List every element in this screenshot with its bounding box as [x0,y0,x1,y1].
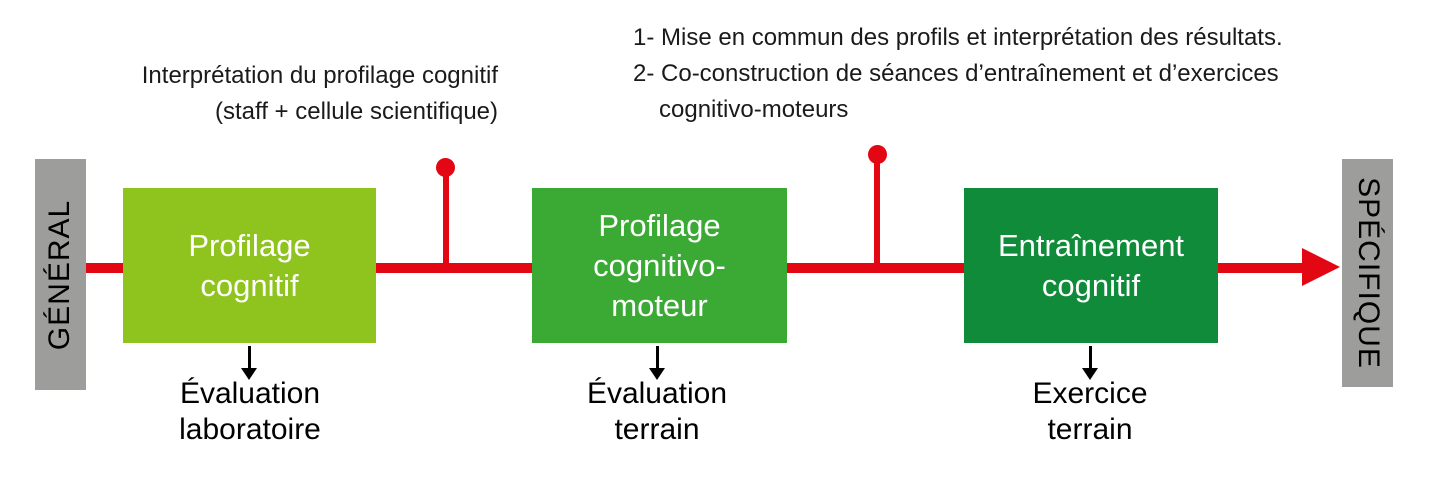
output-label-exercice-terrain: Exercice terrain [1032,377,1148,446]
general-band-label: GÉNÉRAL [43,199,77,350]
annotation-interpretation: Interprétation du profilage cognitif (st… [68,58,498,130]
stage-box-profilage-cognitif: Profilage cognitif [123,188,376,343]
annotation-interpretation-line2: (staff + cellule scientifique) [214,98,498,125]
annotation-co-construction-line2: 2- Co-construction de séances d’entraîne… [633,60,1279,87]
specifique-band-label: SPÉCIFIQUE [1351,177,1385,369]
pin-stem [443,167,449,268]
pin-dot [436,158,455,177]
output-label-evaluation-terrain: Évaluation terrain [586,377,728,446]
specifique-band: SPÉCIFIQUE [1342,159,1393,387]
stage-box-entrainement-cognitif: Entraînement cognitif [964,188,1218,343]
annotation-co-construction-line1: 1- Mise en commun des profils et interpr… [633,24,1283,51]
annotation-interpretation-line1: Interprétation du profilage cognitif [141,62,498,89]
output-label-evaluation-laboratoire: Évaluation laboratoire [179,377,321,446]
annotation-co-construction-line3: cognitivo-moteurs [659,96,849,123]
pin-dot [868,145,887,164]
annotation-co-construction: 1- Mise en commun des profils et interpr… [633,20,1283,128]
pin-stem [874,153,880,268]
general-band: GÉNÉRAL [35,159,86,390]
stage-box-profilage-cognitivo-moteur: Profilage cognitivo- moteur [532,188,787,343]
arrowhead-icon [1302,248,1340,286]
